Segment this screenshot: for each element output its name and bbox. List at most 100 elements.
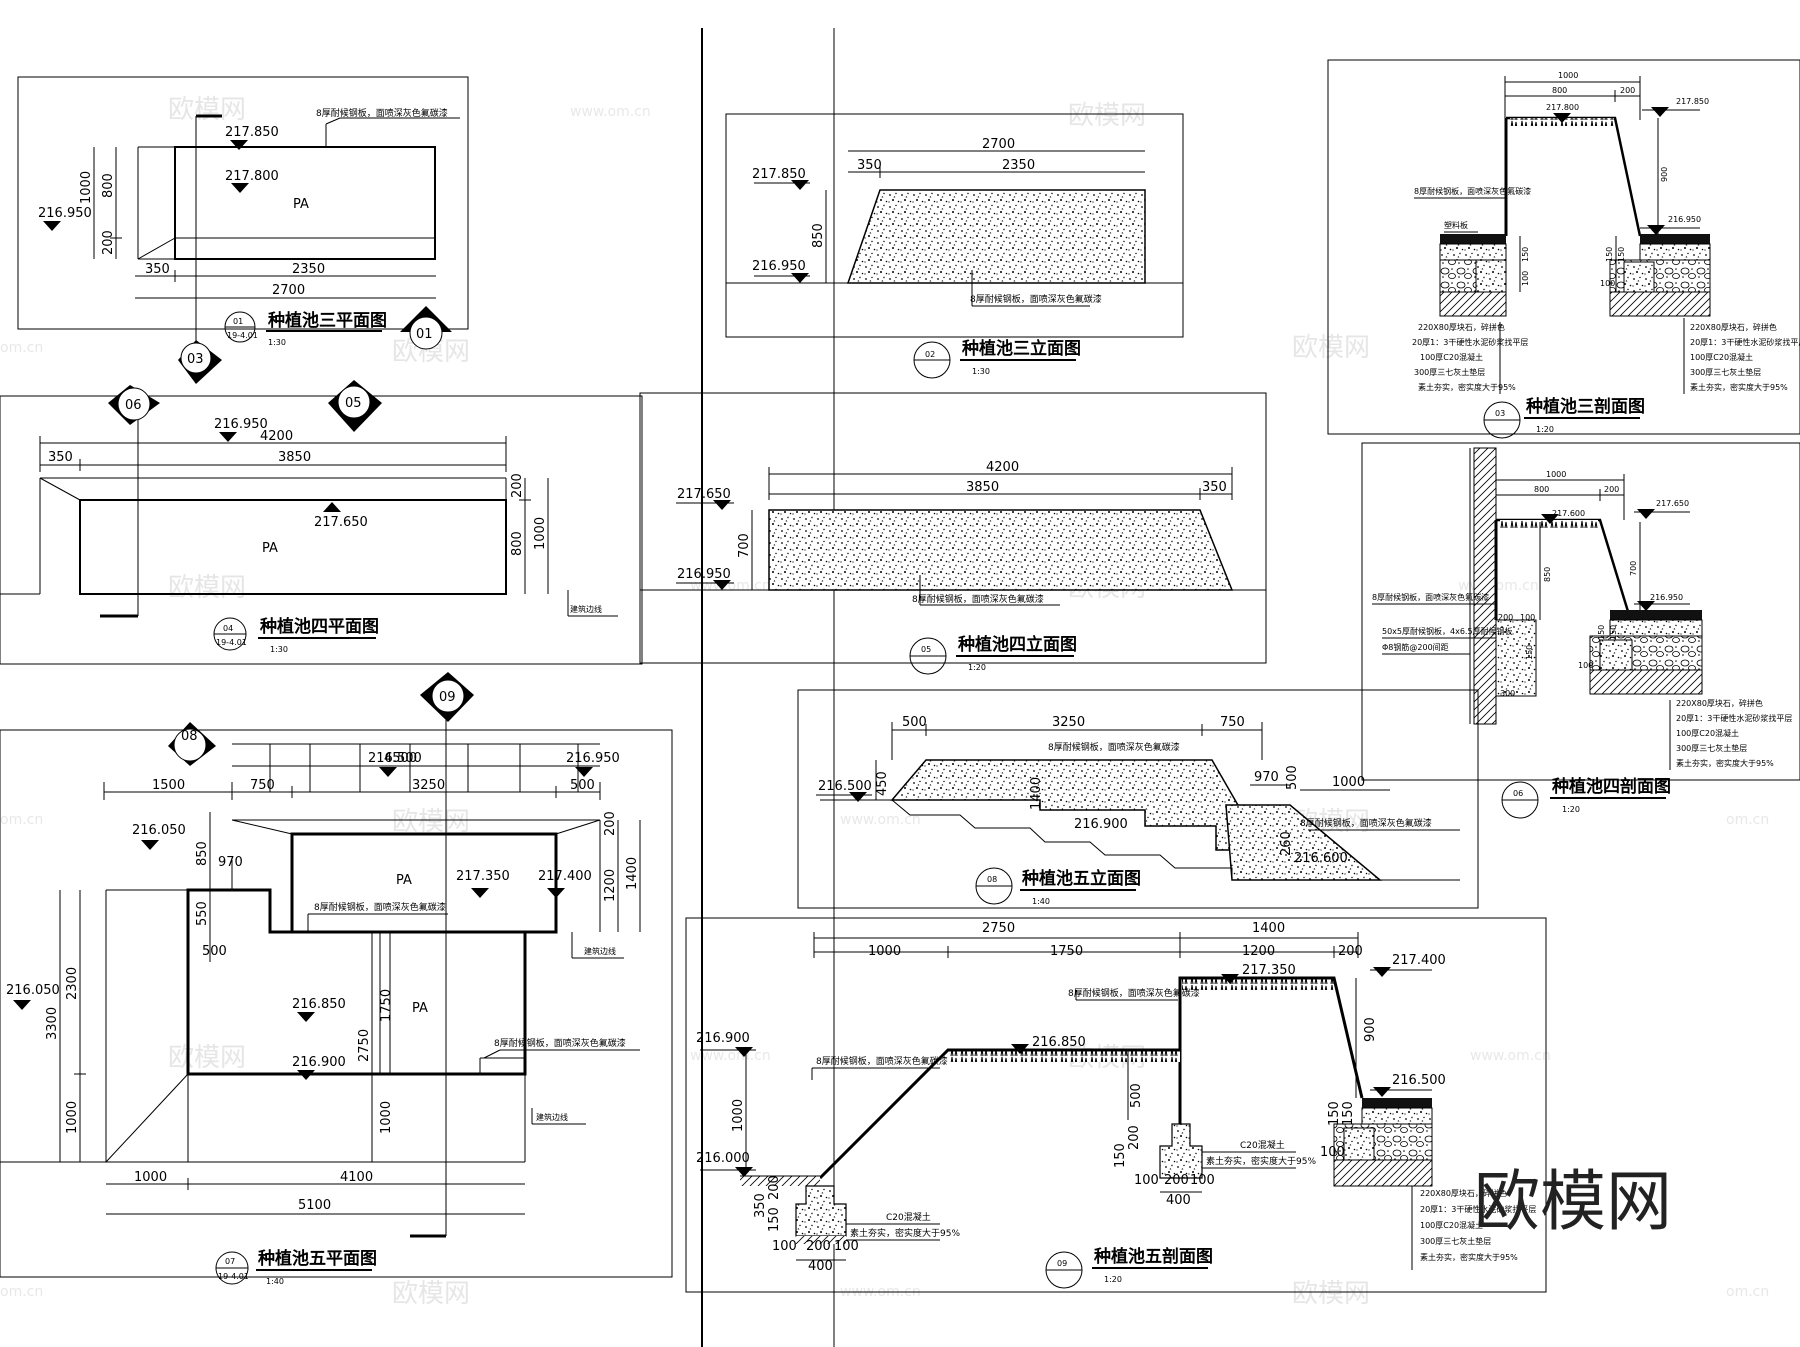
dim-label: 300 xyxy=(1500,689,1515,698)
dim-label: 100 xyxy=(772,1239,797,1254)
dim-label: 1000 xyxy=(731,1099,746,1132)
dim-label: 3300 xyxy=(45,1007,60,1040)
planter-wall xyxy=(846,189,1146,284)
level-label: 216.950 xyxy=(752,259,806,274)
dim-label: 150 xyxy=(1605,247,1614,262)
dim-label: 1000 xyxy=(79,171,94,204)
view-06-section: 1000 800 200 217.600 217.650 850 700 200… xyxy=(1361,442,1800,819)
dim-label: 350 xyxy=(753,1193,768,1218)
dim-label: 1000 xyxy=(1558,71,1578,80)
dim-label: 200 xyxy=(1164,1173,1189,1188)
dim-label: 4200 xyxy=(260,429,293,444)
layer-label: 300厚三七灰土垫层 xyxy=(1414,367,1485,377)
dim-label: 850 xyxy=(811,223,826,248)
watermark: om.cn xyxy=(0,812,43,828)
view-04-plan: PA 217.650 216.950 4200 350 3850 200 800… xyxy=(0,380,643,665)
building-line-label: 建筑边线 xyxy=(536,1112,568,1122)
dim-label: 3850 xyxy=(966,480,999,495)
dim-label: 150 xyxy=(1525,645,1534,660)
view-frame xyxy=(797,689,1479,909)
dim-label: 100 xyxy=(834,1239,859,1254)
level-label: 216.850 xyxy=(1032,1035,1086,1050)
level-label: 216.900 xyxy=(292,1055,346,1070)
view-title: 种植池五平面图 xyxy=(257,1248,377,1269)
view-frame xyxy=(1327,59,1800,435)
planter-wall xyxy=(890,759,1251,851)
dim-label: 2300 xyxy=(65,967,80,1000)
view-frame xyxy=(17,76,469,330)
view-number: 06 xyxy=(1513,789,1523,798)
dim-label: 1400 xyxy=(1029,777,1044,810)
dim-label: 1000 xyxy=(1332,775,1365,790)
dim-label: 1750 xyxy=(379,989,394,1022)
dim-label: 3250 xyxy=(1052,715,1085,730)
watermark: 欧模网 xyxy=(392,807,470,837)
dim-label: 850 xyxy=(1543,567,1552,582)
watermark: 欧模网 xyxy=(1292,1279,1370,1309)
layer-label: 素土夯实，密实度大于95% xyxy=(1418,382,1516,392)
level-label: 216.000 xyxy=(696,1151,750,1166)
level-label: 216.600 xyxy=(1294,851,1348,866)
level-label: 216.950 xyxy=(214,417,268,432)
view-number: 08 xyxy=(987,875,997,884)
watermark-layer: 欧模网 www.om.cn 欧模网 om.cn 欧模网 欧模网 欧模网 www.… xyxy=(0,95,1769,1309)
section-callout: 03 xyxy=(187,352,204,367)
note-label: 素土夯实，密实度大于95% xyxy=(850,1227,960,1239)
dim-label: 700 xyxy=(1629,561,1638,576)
dim-label: 800 xyxy=(1552,86,1567,95)
layer-label: 100厚C20混凝土 xyxy=(1420,352,1483,362)
section-callout: 05 xyxy=(345,396,362,411)
dim-label: 1400 xyxy=(625,857,640,890)
watermark: www.om.cn xyxy=(840,812,921,828)
dim-label: 2350 xyxy=(292,262,325,277)
watermark: www.om.cn xyxy=(1470,1048,1551,1064)
view-frame xyxy=(1361,442,1800,781)
watermark: om.cn xyxy=(0,340,43,356)
watermark: 欧模网 xyxy=(1068,101,1146,131)
section-callout: 08 xyxy=(181,729,198,744)
watermark: 欧模网 xyxy=(1292,333,1370,363)
layer-label: 220X80厚块石，碎拼色 xyxy=(1690,322,1777,332)
view-scale: 1:30 xyxy=(268,338,286,347)
section-callout: 09 xyxy=(439,690,456,705)
dim-label: 200 xyxy=(1127,1125,1142,1150)
view-number: 05 xyxy=(921,645,931,654)
level-label: 216.050 xyxy=(6,983,60,998)
dim-label: 900 xyxy=(1363,1017,1378,1042)
finish-note: 8厚耐候钢板，面喷深灰色氟碳漆 xyxy=(816,1055,948,1067)
view-03-section: 1000 800 200 217.800 217.850 900 150 100… xyxy=(1327,59,1800,439)
note-label: 塑料板 xyxy=(1444,220,1468,230)
level-label: 217.350 xyxy=(1242,963,1296,978)
view-scale: 1:30 xyxy=(270,645,288,654)
dim-label: 200 xyxy=(1604,485,1619,494)
level-label: 217.850 xyxy=(225,125,279,140)
dim-label: 1000 xyxy=(533,517,548,550)
dim-label: 150 xyxy=(1609,625,1618,640)
dim-label: 100 xyxy=(1600,279,1615,288)
layer-label: 素土夯实，密实度大于95% xyxy=(1420,1252,1518,1262)
dim-label: 150 xyxy=(1341,1101,1356,1126)
view-title: 种植池五剖面图 xyxy=(1093,1246,1213,1267)
view-05-elevation: 4200 3850 350 700 217.650 216.950 8厚耐候钢板… xyxy=(639,392,1267,675)
view-frame xyxy=(685,917,1547,1293)
dim-label: 200 xyxy=(806,1239,831,1254)
level-label: 217.400 xyxy=(1392,953,1446,968)
watermark: om.cn xyxy=(0,1284,43,1300)
view-number: 04 xyxy=(223,624,233,633)
layer-label: 300厚三七灰土垫层 xyxy=(1690,367,1761,377)
dim-label: 2350 xyxy=(1002,158,1035,173)
dim-label: 800 xyxy=(510,531,525,556)
dim-label: 150 xyxy=(1521,247,1530,262)
dim-label: 200 xyxy=(1620,86,1635,95)
dim-label: 1200 xyxy=(603,869,618,902)
layer-label: 220X80厚块石，碎拼色 xyxy=(1418,322,1505,332)
sheet-ref: 19-4.01 xyxy=(227,331,258,340)
finish-note: 8厚耐候钢板，面喷深灰色氟碳漆 xyxy=(316,107,448,119)
dim-label: 850 xyxy=(195,841,210,866)
level-label: 216.500 xyxy=(818,779,872,794)
dim-label: 200 xyxy=(767,1175,782,1200)
view-scale: 1:40 xyxy=(1032,897,1050,906)
dim-label: 750 xyxy=(1220,715,1245,730)
dim-label: 200 xyxy=(510,473,525,498)
view-number: 02 xyxy=(925,350,935,359)
